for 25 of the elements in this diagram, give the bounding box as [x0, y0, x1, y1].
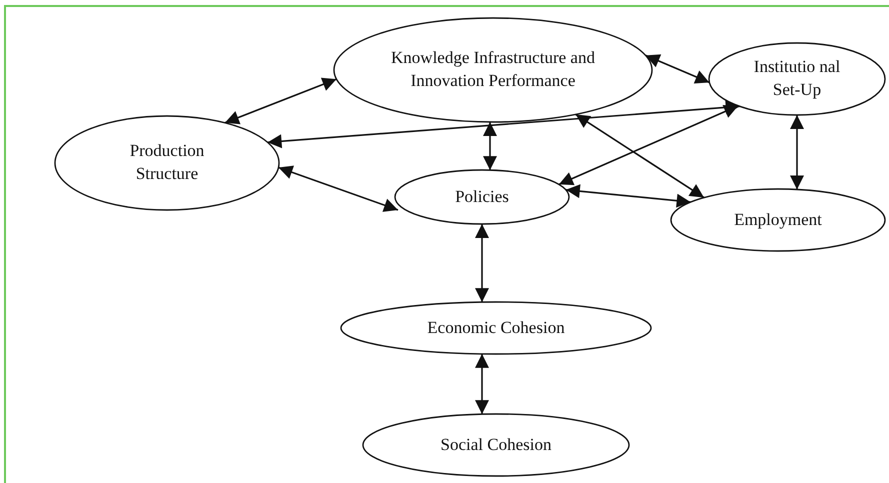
double-arrow — [645, 54, 710, 84]
ellipse-node — [394, 169, 570, 225]
double-arrow — [558, 105, 738, 186]
double-arrow — [268, 100, 740, 148]
node-label: Knowledge Infrastructure and Innovation Performance — [390, 47, 596, 92]
ellipse-node — [670, 188, 886, 252]
double-arrow — [278, 166, 398, 212]
node-label: Social Cohesion — [440, 434, 552, 456]
ellipse-node — [54, 115, 280, 211]
double-arrow — [566, 184, 691, 208]
double-arrow — [575, 114, 704, 198]
ellipse-node — [708, 42, 886, 116]
ellipse-node — [362, 413, 630, 477]
node-label: Production Structure — [128, 140, 206, 185]
node-label: Institutio nal Set-Up — [752, 56, 842, 101]
double-arrow — [475, 224, 489, 302]
double-arrow — [224, 78, 337, 124]
double-arrow — [790, 115, 804, 190]
double-arrow — [475, 354, 489, 414]
ellipse-node — [340, 301, 652, 355]
double-arrow — [483, 122, 497, 170]
node-label: Economic Cohesion — [426, 316, 566, 339]
node-label: Employment — [733, 208, 823, 231]
ellipse-node — [333, 17, 653, 123]
node-label: Policies — [454, 186, 510, 208]
